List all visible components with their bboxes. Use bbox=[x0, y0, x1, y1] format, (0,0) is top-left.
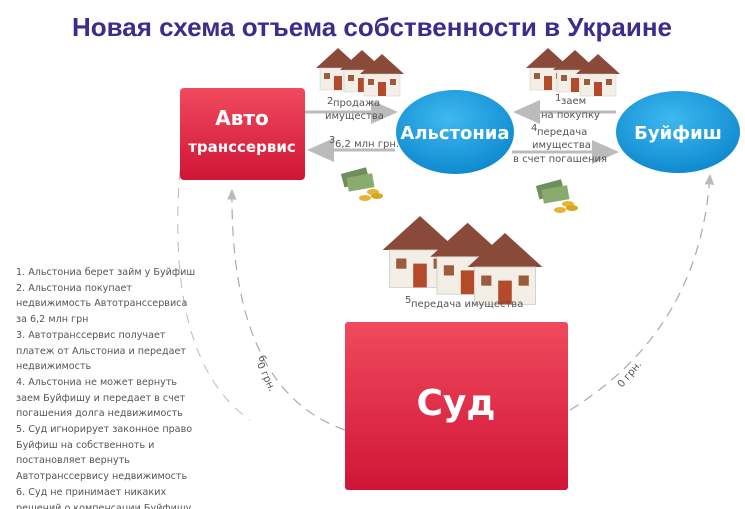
step-line: Буйфиш на собственноть и bbox=[16, 439, 155, 451]
label-sale: 2 продажа имущества bbox=[325, 96, 384, 122]
svg-text:2: 2 bbox=[327, 96, 333, 107]
svg-text:Суд: Суд bbox=[417, 383, 496, 424]
svg-text:Альстониа: Альстониа bbox=[400, 123, 509, 144]
svg-text:имущества: имущества bbox=[532, 140, 591, 151]
label-zero-buyfish: 0 грн. bbox=[616, 359, 644, 390]
node-alstonia: Альстониа bbox=[394, 88, 516, 176]
svg-text:Авто: Авто bbox=[215, 106, 268, 130]
step-line: за 6,2 млн грн bbox=[16, 314, 89, 326]
label-payment: 3 6,2 млн грн. bbox=[329, 135, 399, 150]
svg-text:4: 4 bbox=[531, 123, 537, 134]
step-line: 6. Суд не принимает никаких bbox=[16, 486, 167, 498]
step-line: погашения долга недвижимость bbox=[16, 408, 183, 420]
svg-text:в счет погашения: в счет погашения bbox=[513, 154, 607, 165]
step-line: 1. Альстониа берет займ у Буйфиш bbox=[16, 267, 196, 278]
step-line: 2. Альстониа покупает bbox=[16, 282, 132, 294]
arc-court-to-buyfish bbox=[569, 173, 715, 411]
money-icon bbox=[535, 179, 578, 213]
node-avtotransservis: Авто транссервис bbox=[180, 88, 305, 180]
label-zero-avto: 6 0 грн. bbox=[254, 354, 277, 394]
svg-text:транссервис: транссервис bbox=[188, 138, 296, 156]
step-line: решений о компенсации Буйфишу. bbox=[16, 502, 195, 509]
step-line: Автотранссервису недвижимость bbox=[16, 471, 188, 483]
page-title: Новая схема отъема собственности в Украи… bbox=[72, 12, 672, 42]
step-line: недвижимость Автотранссервиса bbox=[16, 298, 188, 310]
label-loan: 1 заем на покупку bbox=[541, 93, 600, 121]
arc-court-to-avto bbox=[227, 188, 346, 431]
step-line: заем Буйфишу и передает в счет bbox=[16, 392, 186, 404]
house-icon bbox=[525, 47, 621, 97]
svg-text:передача: передача bbox=[537, 127, 587, 138]
step-line: постановляет вернуть bbox=[16, 455, 130, 467]
house-icon bbox=[381, 215, 544, 306]
svg-text:5: 5 bbox=[405, 295, 411, 306]
label-transfer: 4 передача имущества в счет погашения bbox=[513, 123, 607, 165]
svg-text:0 грн.: 0 грн. bbox=[616, 359, 644, 390]
node-buyfish: Буйфиш bbox=[614, 89, 742, 175]
step-line: платеж от Альстониа и передает bbox=[16, 345, 186, 357]
svg-text:передача имущества: передача имущества bbox=[411, 299, 523, 310]
steps-list: 1. Альстониа берет займ у Буйфиш 2. Альс… bbox=[16, 265, 246, 509]
svg-text:на покупку: на покупку bbox=[541, 110, 600, 121]
svg-text:имущества: имущества bbox=[325, 111, 384, 122]
svg-text:Буйфиш: Буйфиш bbox=[634, 123, 722, 144]
svg-text:6,2 млн грн.: 6,2 млн грн. bbox=[335, 139, 399, 150]
svg-text:заем: заем bbox=[561, 96, 586, 107]
node-court: Суд bbox=[345, 322, 568, 490]
svg-text:1: 1 bbox=[555, 93, 561, 104]
step-line: 3. Автотранссервис получает bbox=[16, 329, 166, 341]
money-icon bbox=[340, 167, 383, 201]
label-court-transfer: 5 передача имущества bbox=[405, 295, 523, 310]
svg-text:6: 6 bbox=[255, 354, 268, 364]
svg-text:0 грн.: 0 грн. bbox=[254, 361, 277, 394]
house-icon bbox=[315, 47, 405, 97]
svg-text:3: 3 bbox=[329, 135, 335, 146]
step-line: недвижимость bbox=[16, 361, 92, 373]
svg-text:продажа: продажа bbox=[333, 98, 380, 109]
step-line: 5. Суд игнорирует законное право bbox=[16, 424, 193, 436]
step-line: 4. Альстониа не может вернуть bbox=[16, 376, 178, 388]
